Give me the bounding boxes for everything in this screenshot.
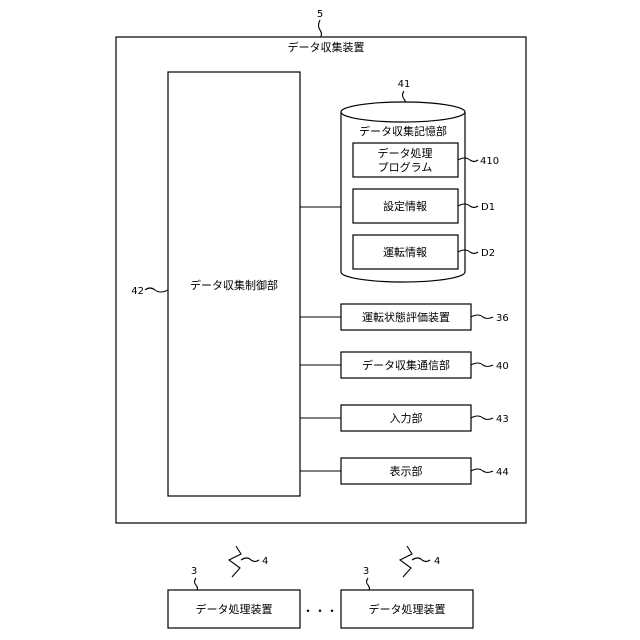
settings-ref: D1: [481, 202, 495, 213]
program-line2: プログラム: [378, 160, 433, 174]
outer-label: データ収集装置: [288, 40, 365, 54]
device-right-label: データ処理装置: [369, 602, 446, 616]
outer-ref: 5: [317, 9, 323, 20]
storage-label: データ収集記憶部: [359, 124, 447, 138]
device-left-label: データ処理装置: [196, 602, 273, 616]
wireless-left-icon: [229, 546, 241, 577]
storage-cylinder-top: [341, 102, 465, 122]
outer-leader: [319, 20, 322, 38]
wireless-right-leader: [412, 558, 430, 562]
display-label: 表示部: [390, 464, 423, 478]
program-line1: データ処理: [378, 146, 433, 160]
display-ref: 44: [496, 467, 509, 478]
storage-ref: 41: [398, 79, 411, 90]
controller-label: データ収集制御部: [190, 278, 278, 292]
input-ref: 43: [496, 414, 509, 425]
device-right-ref: 3: [363, 566, 369, 577]
operation-ref: D2: [481, 248, 495, 259]
wireless-left-ref: 4: [262, 556, 268, 567]
settings-label: 設定情報: [383, 199, 427, 213]
wireless-left-leader: [241, 558, 259, 562]
input-label: 入力部: [390, 411, 423, 425]
controller-ref: 42: [131, 286, 144, 297]
communication-ref: 40: [496, 361, 509, 372]
operation-label: 運転情報: [383, 246, 427, 259]
evaluation-label: 運転状態評価装置: [362, 310, 450, 324]
wireless-right-ref: 4: [434, 556, 440, 567]
communication-label: データ収集通信部: [362, 358, 450, 372]
device-left-ref: 3: [191, 566, 197, 577]
evaluation-ref: 36: [496, 313, 509, 324]
ellipsis: ・・・: [302, 604, 338, 618]
wireless-right-icon: [400, 546, 412, 577]
program-ref: 410: [480, 156, 499, 167]
